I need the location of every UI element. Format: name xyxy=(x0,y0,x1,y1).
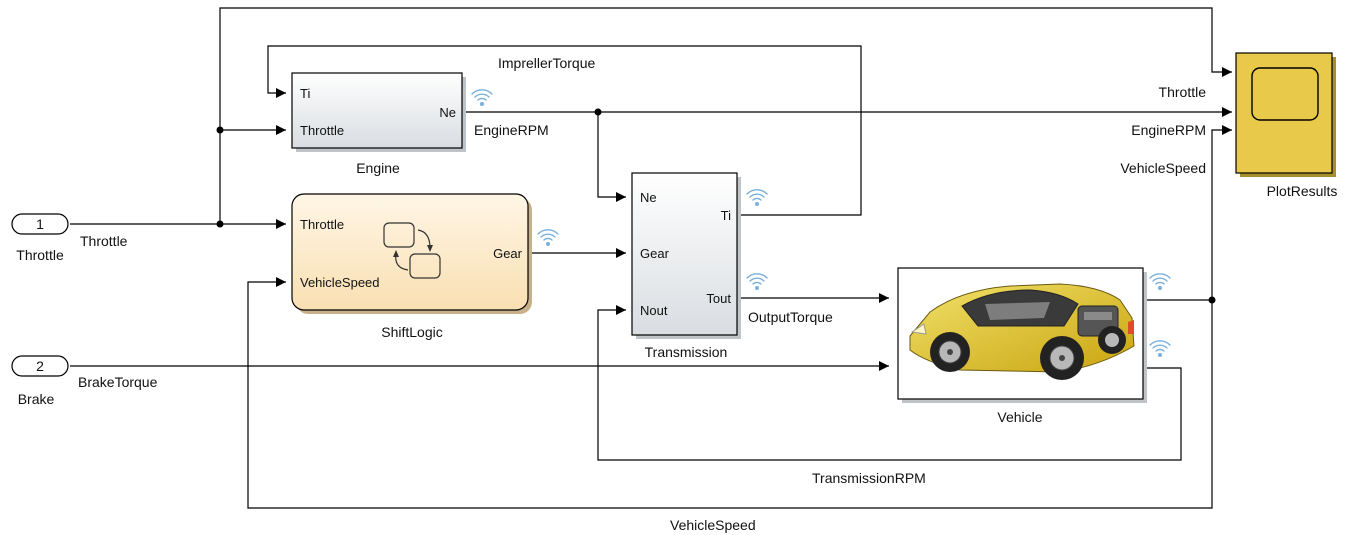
impeller-torque-label: ImprellerTorque xyxy=(498,55,595,71)
scope-label-vehicle-speed: VehicleSpeed xyxy=(1120,160,1206,176)
junction-vehicle-speed xyxy=(1208,296,1216,304)
transmission-block[interactable]: Ne Gear Nout Ti Tout Transmission xyxy=(631,172,741,360)
scope-label-throttle: Throttle xyxy=(1159,84,1207,100)
stateflow-chart-icon xyxy=(383,222,441,279)
car-icon xyxy=(909,283,1135,380)
transmission-port-gear: Gear xyxy=(640,246,670,261)
logging-icon-vehicle-speed xyxy=(1149,273,1171,290)
arrowheads xyxy=(276,67,1232,371)
plotresults-block[interactable]: PlotResults xyxy=(1235,52,1338,199)
arrow-engine-throttle xyxy=(276,125,286,135)
shiftlogic-block[interactable]: Throttle VehicleSpeed Gear ShiftLogic xyxy=(291,193,532,340)
engine-block-name: Engine xyxy=(356,160,400,176)
transmission-block-body[interactable] xyxy=(631,172,738,336)
arrow-shiftlogic-speed xyxy=(276,277,286,287)
transmission-port-nout: Nout xyxy=(640,303,668,318)
vehicle-speed-label: VehicleSpeed xyxy=(670,517,756,533)
vehicle-speed-to-scope-line[interactable] xyxy=(1211,129,1232,300)
arrow-trans-nout xyxy=(616,305,626,315)
scope-label-engine-rpm: EngineRPM xyxy=(1131,122,1206,138)
scope-screen-icon xyxy=(1251,67,1319,121)
vehicle-speed-feedback-line[interactable] xyxy=(247,281,1213,509)
arrow-engine-ti xyxy=(276,88,286,98)
arrow-shiftlogic-throttle xyxy=(276,219,286,229)
engine-block[interactable]: Ti Throttle Ne Engine xyxy=(291,72,466,176)
transmission-rpm-line[interactable] xyxy=(597,309,1182,461)
logging-icons xyxy=(471,89,1171,357)
inport-throttle-shape[interactable] xyxy=(11,213,69,235)
logging-icon-gear xyxy=(537,229,559,246)
logging-icon-transmission-rpm xyxy=(1149,340,1171,357)
transmission-port-ne: Ne xyxy=(640,190,657,205)
inport-brake-number: 2 xyxy=(36,358,44,374)
inport-throttle-number: 1 xyxy=(36,216,44,232)
inport-brake[interactable]: 2 Brake xyxy=(11,355,69,407)
plotresults-block-name: PlotResults xyxy=(1267,183,1338,199)
logging-icon-impeller xyxy=(746,189,768,206)
shiftlogic-block-name: ShiftLogic xyxy=(381,324,442,340)
shiftlogic-port-throttle: Throttle xyxy=(300,217,344,232)
vehicle-block-name: Vehicle xyxy=(997,409,1042,425)
junction-throttle xyxy=(216,220,224,228)
transmission-rpm-label: TransmissionRPM xyxy=(812,470,926,486)
shiftlogic-port-gear: Gear xyxy=(493,246,523,261)
logging-icon-engine-rpm xyxy=(471,89,493,106)
engine-rpm-label: EngineRPM xyxy=(474,122,549,138)
transmission-block-name: Transmission xyxy=(645,344,728,360)
junction-engine-rpm xyxy=(594,108,602,116)
arrow-scope-2 xyxy=(1222,107,1232,117)
engine-port-throttle: Throttle xyxy=(300,123,344,138)
transmission-port-tout: Tout xyxy=(706,291,731,306)
output-torque-label: OutputTorque xyxy=(748,309,833,325)
engine-block-body[interactable] xyxy=(291,72,463,149)
junctions xyxy=(216,108,1216,304)
inport-brake-name: Brake xyxy=(18,391,55,407)
logging-icon-output-torque xyxy=(746,273,768,290)
signal-lines xyxy=(70,7,1232,509)
engine-port-ti: Ti xyxy=(300,86,310,101)
inport-throttle-name: Throttle xyxy=(16,247,64,263)
vehicle-block[interactable]: Vehicle xyxy=(897,267,1147,425)
brake-torque-label: BrakeTorque xyxy=(78,374,158,390)
transmission-port-ti: Ti xyxy=(721,208,731,223)
arrow-vehicle-torque xyxy=(879,293,889,303)
junction-throttle-engine xyxy=(216,126,224,134)
arrow-trans-ne xyxy=(616,192,626,202)
impeller-torque-line[interactable] xyxy=(267,45,862,216)
throttle-to-scope-line[interactable] xyxy=(219,7,1232,224)
engine-port-ne: Ne xyxy=(439,105,456,120)
shiftlogic-port-vehiclespeed: VehicleSpeed xyxy=(300,275,380,290)
shiftlogic-block-body[interactable] xyxy=(291,193,529,311)
arrow-trans-gear xyxy=(616,248,626,258)
engine-rpm-to-trans-line[interactable] xyxy=(597,112,626,198)
throttle-signal-label: Throttle xyxy=(80,233,128,249)
arrow-scope-1 xyxy=(1222,67,1232,77)
inport-throttle[interactable]: 1 Throttle xyxy=(11,213,69,263)
arrow-scope-3 xyxy=(1222,125,1232,135)
arrow-vehicle-brake xyxy=(879,361,889,371)
inport-brake-shape[interactable] xyxy=(11,355,69,377)
